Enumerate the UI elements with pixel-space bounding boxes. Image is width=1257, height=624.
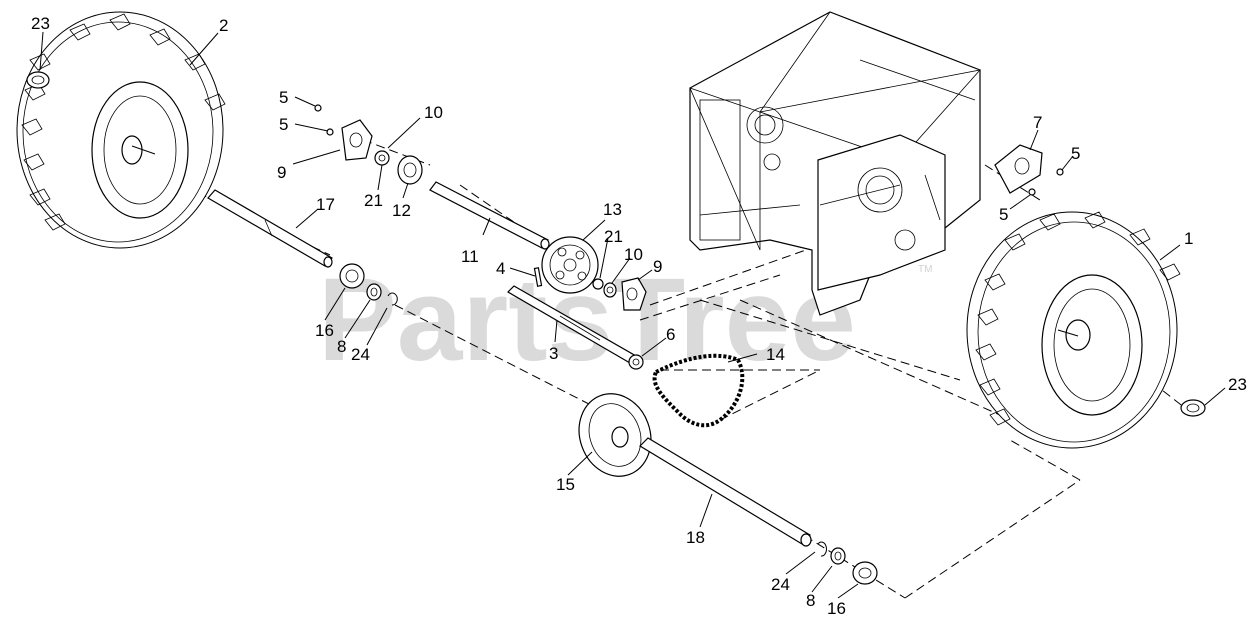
callout-11: 11 — [461, 247, 479, 266]
bracket-7 — [994, 144, 1064, 196]
callout-1: 1 — [1184, 229, 1193, 248]
callout-5-c: 5 — [1071, 144, 1080, 163]
axle-shaft-18 — [639, 437, 812, 547]
callout-9-lower: 9 — [653, 257, 662, 276]
callout-9-upper: 9 — [277, 163, 286, 182]
retaining-ring-24-left — [387, 292, 398, 306]
callout-24-right: 24 — [771, 575, 790, 594]
callout-15: 15 — [556, 475, 575, 494]
callout-labels: 23 1 3 4 5 5 5 5 6 7 8 8 9 9 10 10 11 12… — [31, 14, 1247, 618]
callout-18: 18 — [686, 528, 705, 547]
callout-5-b: 5 — [279, 115, 288, 134]
callout-21-lower: 21 — [604, 227, 623, 246]
callout-5-a: 5 — [279, 88, 288, 107]
callout-17: 17 — [316, 195, 335, 214]
callout-6: 6 — [666, 325, 675, 344]
callout-8-right: 8 — [806, 591, 815, 610]
callout-23-right: 23 — [1228, 375, 1247, 394]
washer-8-right — [830, 547, 846, 565]
callout-13: 13 — [603, 200, 622, 219]
washer-8-left — [366, 283, 382, 301]
callout-12: 12 — [392, 201, 411, 220]
gear-15 — [578, 393, 652, 477]
washer-21-lower — [592, 278, 604, 290]
bracket-9-lower — [621, 277, 647, 311]
callout-10-upper: 10 — [424, 103, 443, 122]
hairpin-clip-left — [26, 71, 50, 89]
washer-10-lower — [603, 282, 617, 298]
washer-21-upper — [374, 150, 390, 166]
callout-3: 3 — [549, 344, 558, 363]
watermark-trademark: TM — [918, 264, 932, 275]
sprocket-6 — [628, 354, 644, 370]
sprocket-13 — [541, 236, 599, 294]
left-wheel — [16, 11, 226, 249]
callout-4: 4 — [496, 259, 505, 278]
key-4 — [533, 267, 543, 287]
bearing-16-left — [339, 263, 365, 289]
callout-2: 2 — [219, 16, 228, 35]
retaining-ring-24-right — [817, 541, 827, 557]
callout-8-left: 8 — [337, 337, 346, 356]
callout-5-d: 5 — [999, 205, 1008, 224]
callout-10-lower: 10 — [624, 245, 643, 264]
hairpin-clip-right — [1180, 399, 1206, 417]
right-wheel — [966, 211, 1181, 449]
callout-14: 14 — [766, 345, 785, 364]
callout-24-left: 24 — [351, 345, 370, 364]
axle-shaft-17 — [207, 189, 333, 268]
callout-16-left: 16 — [315, 321, 334, 340]
bearing-16-right — [852, 561, 878, 585]
callout-21-upper: 21 — [364, 191, 383, 210]
leader-lines — [39, 31, 1226, 599]
sprocket-12 — [397, 155, 423, 185]
shaft-11 — [429, 181, 550, 250]
callout-7: 7 — [1033, 113, 1042, 132]
callout-16-right: 16 — [827, 599, 846, 618]
bracket-9-upper — [314, 104, 373, 161]
callout-23-left: 23 — [31, 14, 50, 33]
frame-housing — [689, 11, 982, 316]
